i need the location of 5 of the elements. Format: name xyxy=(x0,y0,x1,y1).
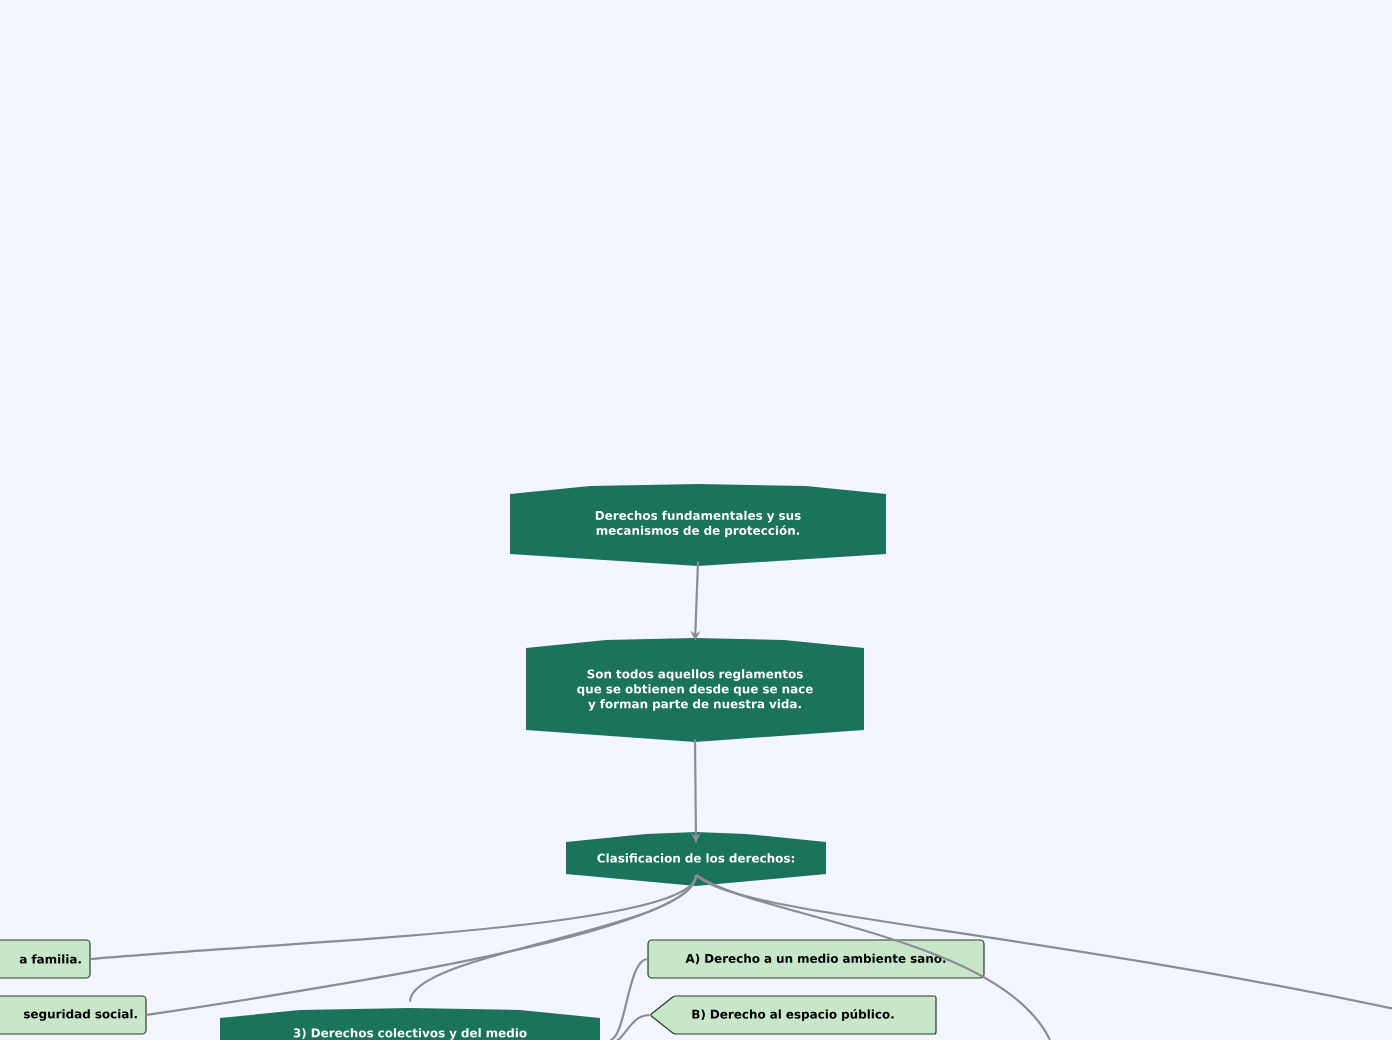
connector xyxy=(609,957,648,1040)
connector xyxy=(695,874,1392,1012)
connector xyxy=(409,874,697,1003)
connector xyxy=(695,874,1051,1040)
connector xyxy=(90,874,697,961)
